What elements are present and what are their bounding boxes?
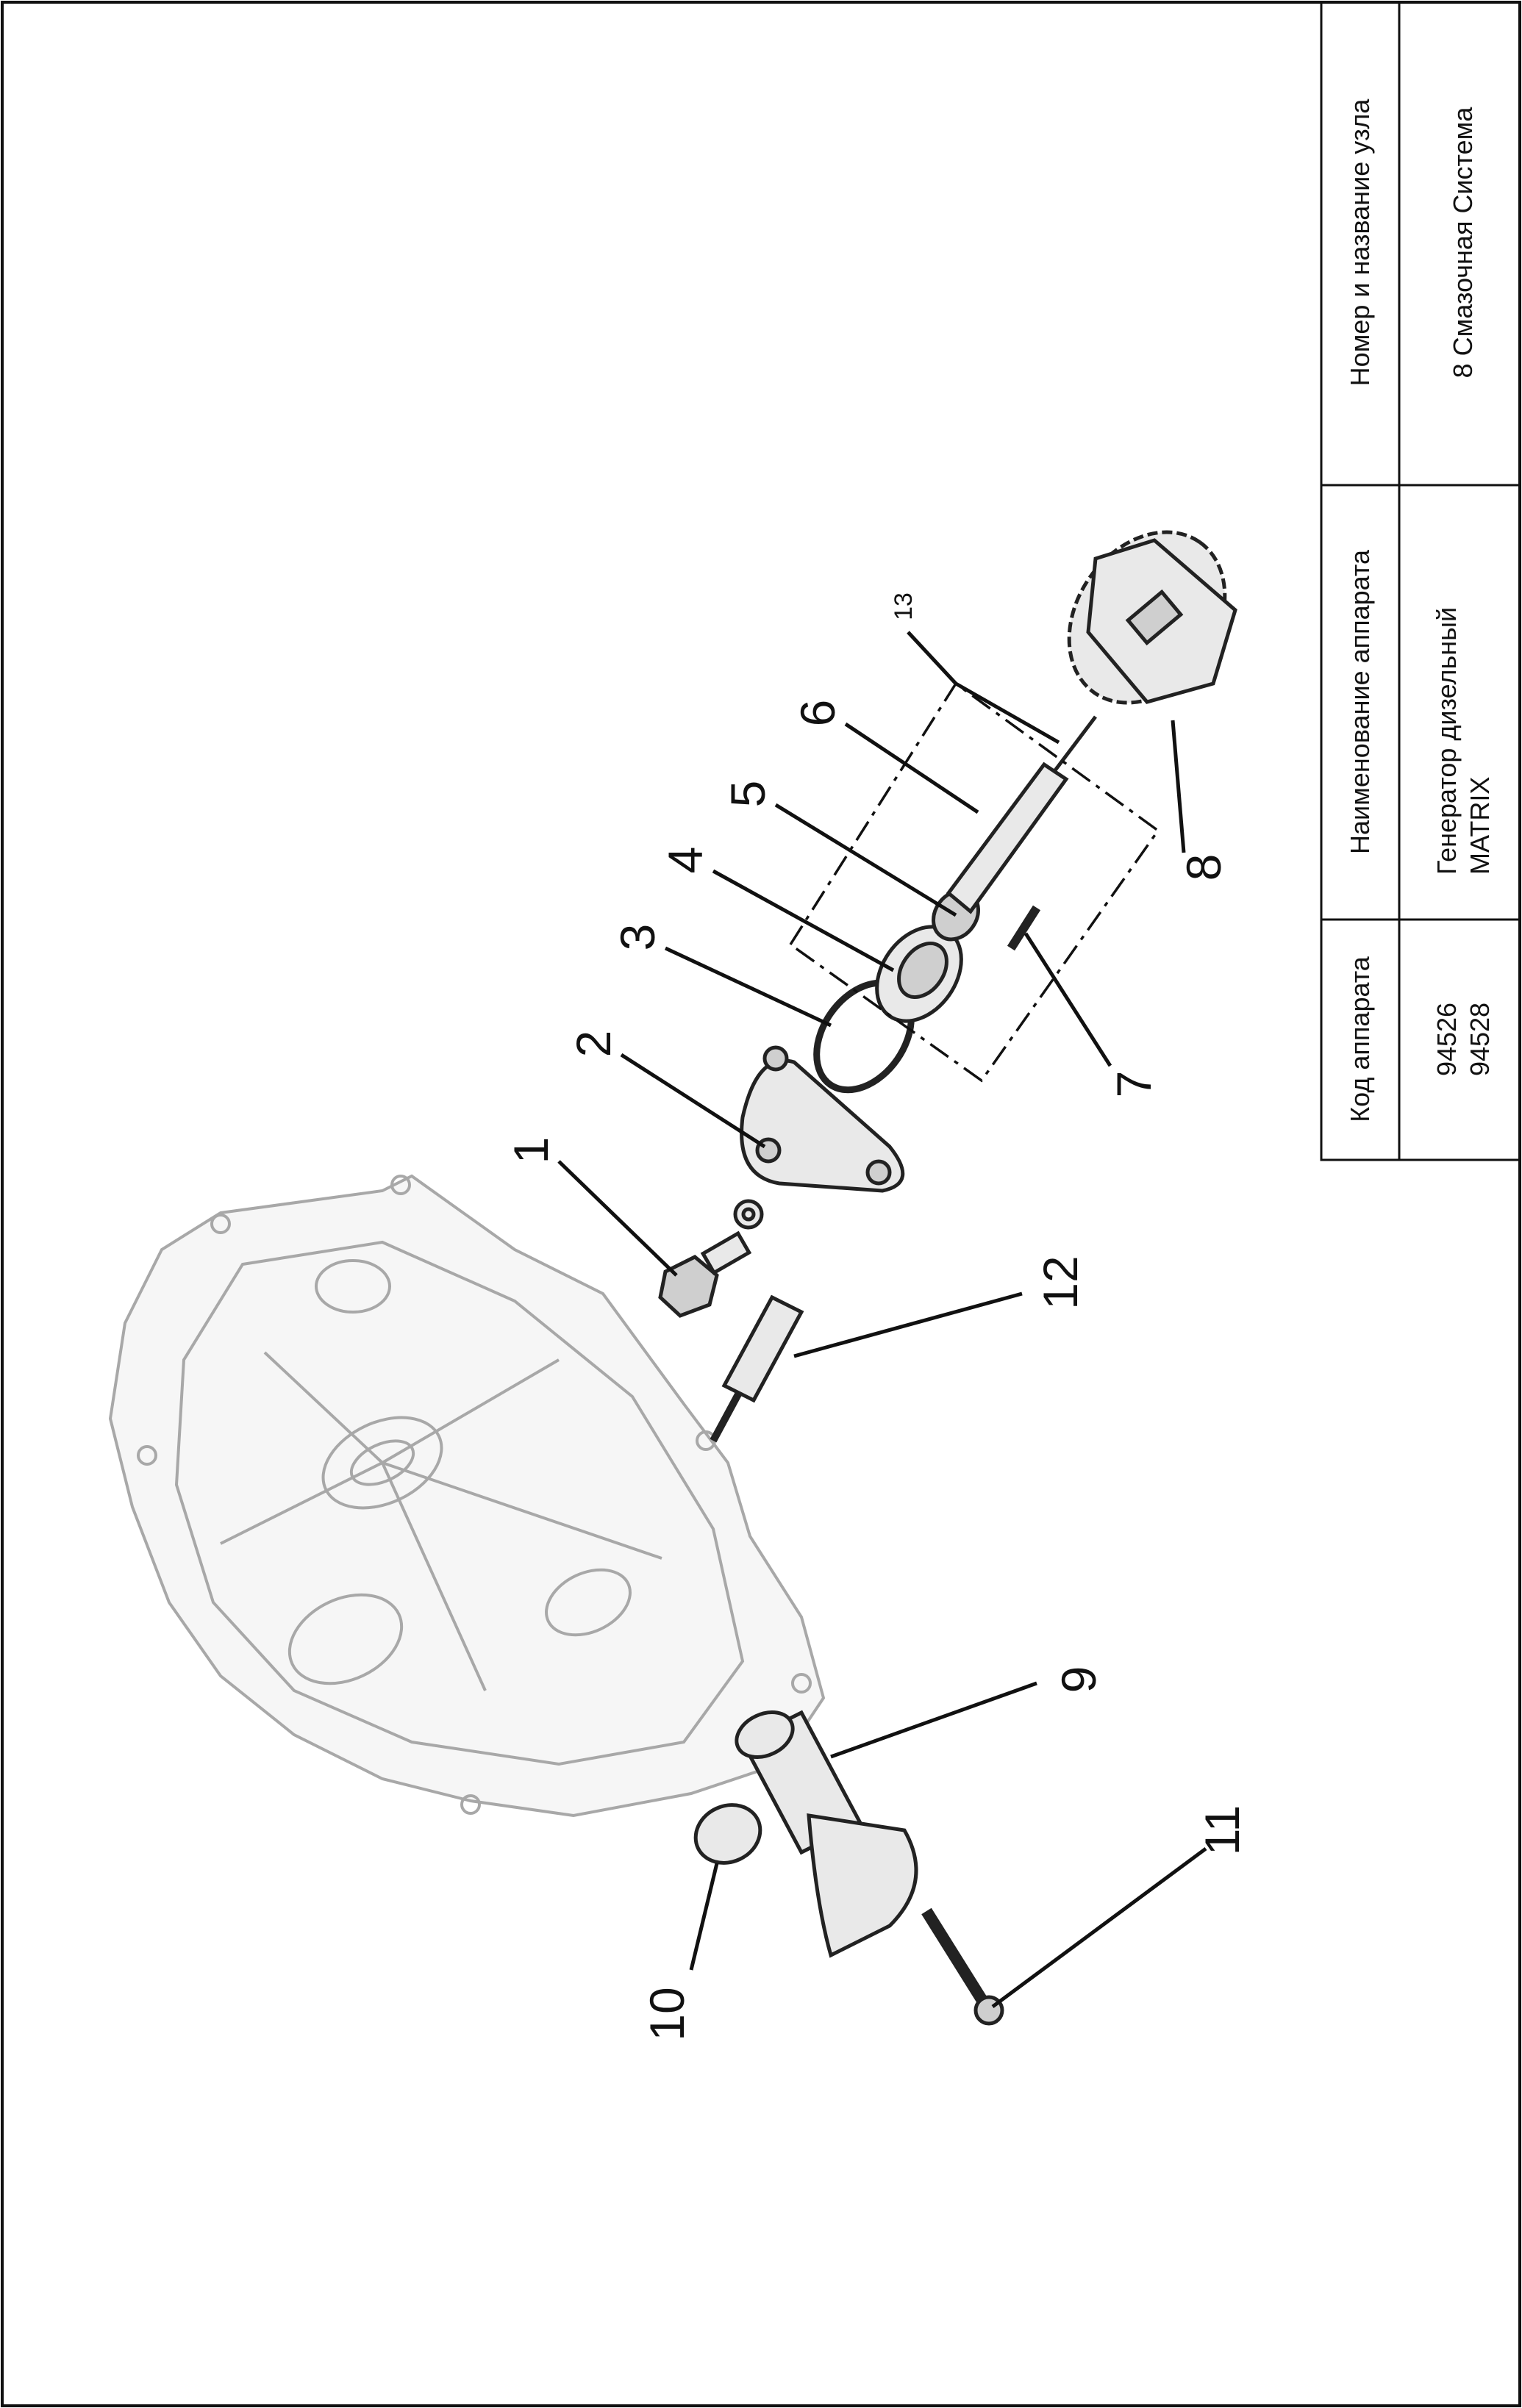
assembly-13-outline	[788, 681, 1160, 1083]
callout-10: 10	[640, 1987, 694, 2040]
callout-9: 9	[1051, 1666, 1106, 1694]
crankcase-cover-illustration	[108, 1174, 826, 1818]
callout-11: 11	[1195, 1805, 1249, 1856]
callout-6: 6	[790, 700, 845, 727]
part-9-filter	[735, 1710, 918, 1958]
callout-2: 2	[566, 1031, 621, 1058]
name-value-line-1: Генератор дизельный	[1432, 607, 1462, 875]
callout-labels: 1 2 3 4 5 6 7 8 9 10 11 12 13	[504, 592, 1249, 2041]
part-12-sensor	[710, 1294, 804, 1443]
part-1-bolt	[658, 1199, 764, 1318]
code-value-2: 94528	[1465, 1003, 1495, 1076]
part-10-seal	[693, 1803, 762, 1865]
callout-13: 13	[890, 592, 918, 620]
callout-5: 5	[721, 781, 775, 808]
callout-3: 3	[610, 924, 665, 951]
callout-1: 1	[504, 1137, 558, 1164]
callout-12: 12	[1033, 1255, 1087, 1309]
leader-13-a	[907, 631, 957, 685]
name-header: Наименование аппарата	[1345, 549, 1375, 854]
callout-7: 7	[1107, 1071, 1161, 1098]
name-value-line-2: MATRIX	[1465, 777, 1495, 875]
part-11-screw	[921, 1907, 1004, 2026]
part-7-pin	[1007, 905, 1041, 951]
code-value-1: 94526	[1432, 1003, 1462, 1076]
title-block: Номер и название узла 8 Смазочная Систем…	[1320, 1, 1521, 1161]
leader-lines	[557, 720, 1207, 2009]
unit-header: Номер и название узла	[1345, 98, 1375, 387]
leader-13-b	[954, 681, 1060, 745]
callout-8: 8	[1176, 854, 1231, 881]
unit-value: 8 Смазочная Система	[1448, 107, 1478, 379]
part-8-gear	[1067, 530, 1237, 705]
callout-4: 4	[658, 847, 712, 874]
code-header: Код аппарата	[1345, 956, 1375, 1122]
